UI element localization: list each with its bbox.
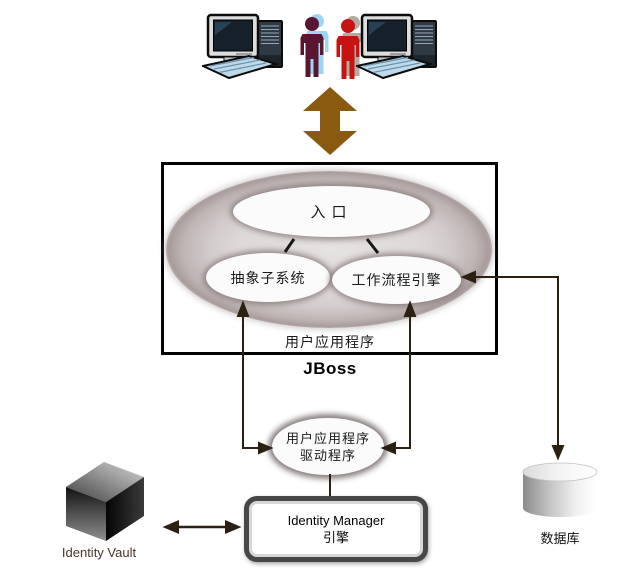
user-application-driver-node: 用户应用程序 驱动程序 bbox=[272, 418, 384, 475]
abstraction-label: 抽象子系统 bbox=[230, 269, 306, 286]
database-label: 数据库 bbox=[540, 531, 580, 546]
abstraction-subsystem-node: 抽象子系统 bbox=[206, 253, 330, 302]
driver-label-line2: 驱动程序 bbox=[299, 447, 356, 463]
portal-node: 入口 bbox=[233, 186, 430, 237]
identity-vault-label: Identity Vault bbox=[61, 545, 137, 560]
workflow-label: 工作流程引擎 bbox=[351, 272, 442, 288]
arrow-vault-engine-bidirectional bbox=[162, 519, 242, 535]
jboss-label: JBoss bbox=[303, 359, 357, 378]
database-cylinder-icon bbox=[522, 462, 598, 517]
portal-label: 入口 bbox=[310, 204, 353, 221]
sync-double-arrow-icon bbox=[303, 87, 357, 155]
person-icon bbox=[336, 19, 360, 79]
users-icon bbox=[300, 14, 365, 79]
engine-label-line2: 引擎 bbox=[322, 530, 349, 545]
person-icon bbox=[300, 17, 324, 77]
workflow-engine-node: 工作流程引擎 bbox=[332, 256, 461, 304]
identity-manager-engine-box: Identity Manager 引擎 bbox=[244, 496, 428, 562]
driver-label-line1: 用户应用程序 bbox=[285, 430, 370, 446]
identity-vault-cube-icon bbox=[66, 462, 144, 541]
user-application-label: 用户应用程序 bbox=[285, 334, 375, 350]
computer-icon bbox=[356, 13, 437, 80]
computer-icon bbox=[202, 13, 283, 80]
engine-label-line1: Identity Manager bbox=[287, 513, 385, 528]
